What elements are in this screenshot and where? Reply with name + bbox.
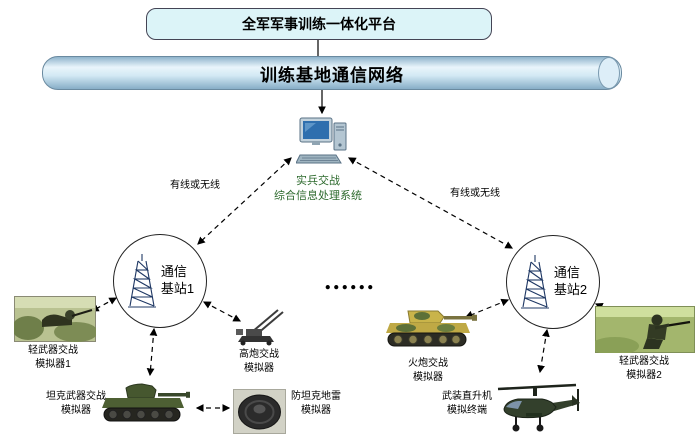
platform-title-box: 全军军事训练一体化平台 bbox=[146, 8, 492, 40]
antenna-tower-icon bbox=[127, 254, 156, 308]
link-label-right: 有线或无线 bbox=[450, 188, 500, 199]
tank-simulator-image bbox=[102, 383, 190, 422]
anti-tank-mine-image bbox=[233, 389, 286, 434]
artillery-simulator-image bbox=[386, 310, 477, 347]
pipe-end-cap bbox=[598, 57, 620, 89]
platform-title: 全军军事训练一体化平台 bbox=[242, 16, 396, 32]
label-aa-gun: 高炮交战 模拟器 bbox=[239, 349, 279, 374]
network-pipe-label: 训练基地通信网络 bbox=[260, 65, 404, 85]
label-light-weapon-1: 轻武器交战 模拟器1 bbox=[28, 345, 78, 370]
label-anti-tank-mine: 防坦克地雷 模拟器 bbox=[291, 391, 341, 416]
base-station-1: 通信 基站1 bbox=[113, 234, 207, 328]
base-station-2: 通信 基站2 bbox=[506, 235, 600, 329]
antenna-tower-icon bbox=[520, 255, 549, 309]
network-pipe: 训练基地通信网络 bbox=[42, 56, 622, 90]
label-tank-weapon: 坦克武器交战 模拟器 bbox=[46, 391, 106, 416]
processing-system-label: 实兵交战 综合信息处理系统 bbox=[274, 175, 362, 203]
light-weapon-simulator-2-image bbox=[595, 306, 695, 353]
helicopter-terminal-image bbox=[497, 383, 580, 432]
base-station-2-label: 通信 基站2 bbox=[553, 265, 588, 297]
label-light-weapon-2: 轻武器交战 模拟器2 bbox=[619, 356, 669, 381]
base-station-1-label: 通信 基站1 bbox=[160, 264, 195, 296]
label-artillery: 火炮交战 模拟器 bbox=[408, 358, 448, 383]
light-weapon-simulator-1-image bbox=[14, 296, 96, 342]
aa-gun-simulator-image bbox=[236, 309, 284, 346]
label-helicopter: 武装直升机 模拟终端 bbox=[442, 391, 492, 416]
computer-icon bbox=[296, 117, 347, 164]
link-label-left: 有线或无线 bbox=[170, 180, 220, 191]
ellipsis: ...... bbox=[324, 266, 376, 295]
